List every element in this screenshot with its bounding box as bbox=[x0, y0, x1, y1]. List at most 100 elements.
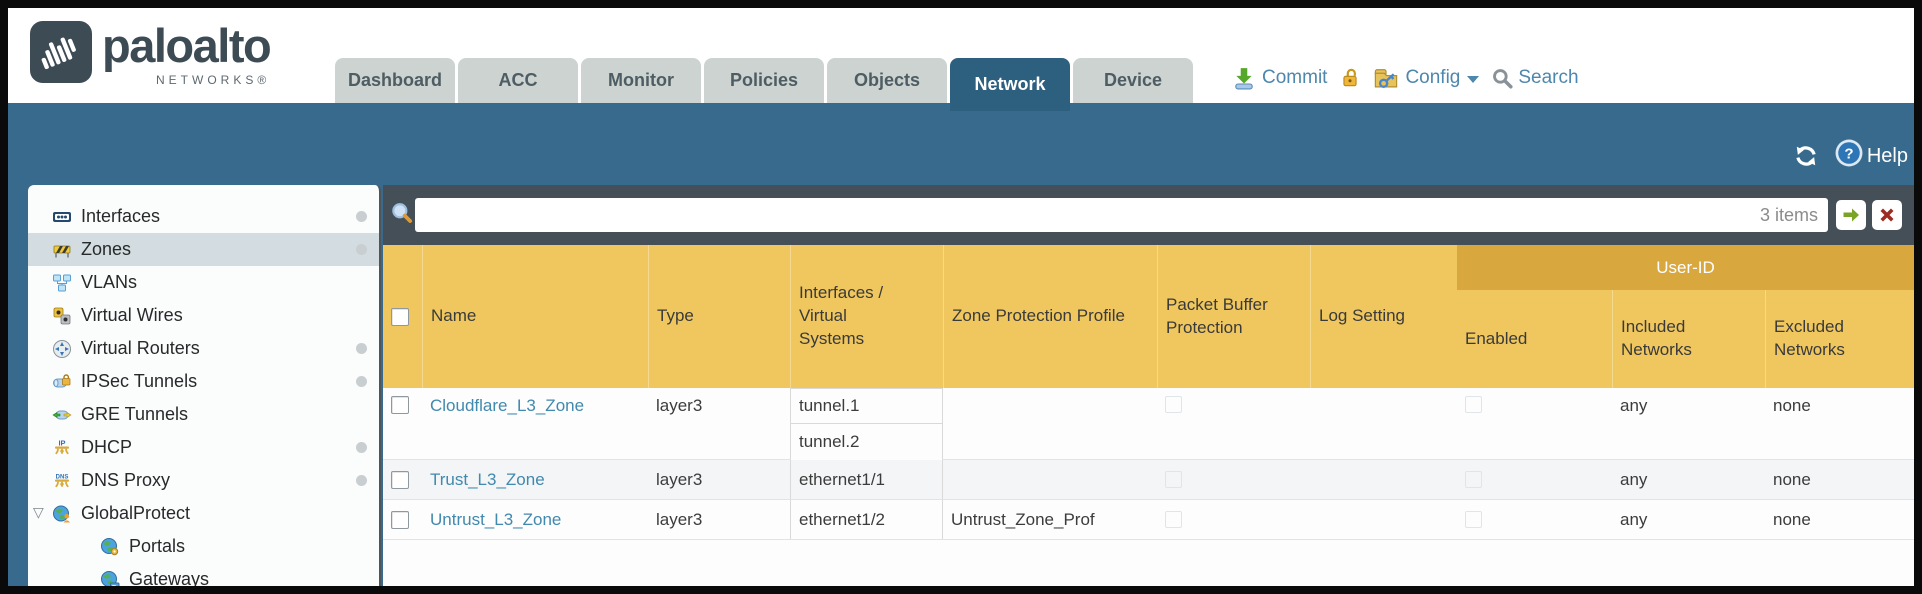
row-checkbox[interactable] bbox=[391, 470, 409, 489]
refresh-icon[interactable] bbox=[1793, 143, 1819, 169]
tab-monitor[interactable]: Monitor bbox=[581, 58, 701, 103]
zone-name-link[interactable]: Untrust_L3_Zone bbox=[430, 509, 562, 529]
commit-icon bbox=[1232, 66, 1256, 90]
user-id-enabled-checkbox[interactable] bbox=[1465, 511, 1482, 528]
caret-down-icon bbox=[1467, 76, 1480, 83]
cell-log-setting bbox=[1310, 500, 1457, 539]
status-dot bbox=[356, 376, 367, 387]
column-header-log-setting[interactable]: Log Setting bbox=[1310, 245, 1457, 388]
help-button[interactable]: ? Help bbox=[1835, 139, 1908, 173]
column-header-packet-buffer-protection[interactable]: Packet Buffer Protection bbox=[1157, 245, 1310, 388]
dhcp-icon: IP bbox=[52, 438, 72, 458]
sidebar-item-dhcp[interactable]: IP DHCP bbox=[28, 431, 379, 464]
search-button[interactable]: Search bbox=[1491, 67, 1579, 89]
status-dot bbox=[356, 244, 367, 255]
cell-log-setting bbox=[1310, 460, 1457, 499]
zones-icon bbox=[52, 240, 72, 260]
help-label: Help bbox=[1866, 144, 1908, 167]
gre-tunnels-icon bbox=[52, 405, 72, 425]
row-checkbox[interactable] bbox=[391, 396, 409, 414]
app-header: paloalto NETWORKS® Dashboard ACC Monitor… bbox=[8, 8, 1914, 111]
lock-icon[interactable] bbox=[1339, 67, 1361, 89]
row-checkbox[interactable] bbox=[391, 510, 409, 529]
magnifier-icon bbox=[389, 201, 415, 232]
cell-included-networks: any bbox=[1620, 509, 1648, 529]
status-dot bbox=[356, 442, 367, 453]
table-row-trust-l3-zone: Trust_L3_Zone layer3 ethernet1/1 any non… bbox=[383, 460, 1914, 500]
zone-name-link[interactable]: Trust_L3_Zone bbox=[430, 469, 545, 489]
zones-main-panel: 3 items Name Type Interfaces / Virtual S… bbox=[383, 185, 1914, 586]
cell-log-setting bbox=[1310, 388, 1457, 459]
cell-type: layer3 bbox=[656, 509, 703, 529]
sidebar-item-ipsec-tunnels[interactable]: IPSec Tunnels bbox=[28, 365, 379, 398]
dns-proxy-icon: DNS bbox=[52, 471, 72, 491]
cell-zone-protection-profile bbox=[943, 460, 1157, 499]
filter-field: 3 items bbox=[415, 198, 1828, 232]
svg-text:IP: IP bbox=[58, 438, 65, 447]
column-header-zone-protection-profile[interactable]: Zone Protection Profile bbox=[943, 245, 1157, 388]
search-icon bbox=[1491, 67, 1513, 89]
cell-zone-protection-profile: Untrust_Zone_Prof bbox=[951, 509, 1095, 529]
interface-entry: ethernet1/1 bbox=[799, 469, 886, 489]
tab-policies[interactable]: Policies bbox=[704, 58, 824, 103]
commit-button[interactable]: Commit bbox=[1232, 66, 1327, 90]
column-header-excluded-networks[interactable]: Excluded Networks bbox=[1765, 290, 1914, 388]
column-header-included-networks[interactable]: Included Networks bbox=[1612, 290, 1765, 388]
cell-included-networks: any bbox=[1620, 396, 1648, 415]
sidebar-item-globalprotect[interactable]: ▽ GlobalProtect bbox=[33, 503, 191, 523]
virtual-routers-icon bbox=[52, 339, 72, 359]
brand-name: paloalto bbox=[102, 19, 272, 72]
sidebar-item-gateways[interactable]: Gateways bbox=[28, 563, 379, 586]
config-menu-button[interactable]: Config bbox=[1373, 65, 1480, 91]
tab-network[interactable]: Network bbox=[950, 58, 1070, 111]
brand-subtitle: NETWORKS® bbox=[156, 73, 271, 87]
column-header-enabled[interactable]: Enabled bbox=[1465, 328, 1528, 348]
apply-filter-button[interactable] bbox=[1836, 200, 1866, 230]
zone-name-link[interactable]: Cloudflare_L3_Zone bbox=[430, 396, 585, 415]
sidebar-item-portals[interactable]: Portals bbox=[28, 530, 379, 563]
column-header-interfaces[interactable]: Interfaces / Virtual Systems bbox=[790, 245, 943, 388]
packet-buffer-protection-checkbox[interactable] bbox=[1165, 396, 1182, 413]
column-header-type[interactable]: Type bbox=[648, 245, 790, 388]
cell-interfaces: ethernet1/2 bbox=[790, 500, 943, 539]
items-count: 3 items bbox=[1759, 204, 1818, 225]
cell-excluded-networks: none bbox=[1773, 396, 1811, 415]
user-id-enabled-checkbox[interactable] bbox=[1465, 396, 1482, 413]
gateways-icon bbox=[100, 570, 120, 586]
sidebar-item-dns-proxy[interactable]: DNS DNS Proxy bbox=[28, 464, 379, 497]
sidebar-item-gre-tunnels[interactable]: GRE Tunnels bbox=[28, 398, 379, 431]
portals-icon bbox=[100, 537, 120, 557]
paloalto-logo-icon bbox=[30, 21, 92, 83]
expander-triangle-icon[interactable]: ▽ bbox=[33, 504, 44, 520]
user-id-group-header: User-ID bbox=[1457, 245, 1914, 290]
status-dot bbox=[356, 343, 367, 354]
tab-acc[interactable]: ACC bbox=[458, 58, 578, 103]
network-sidebar: Interfaces Zones VLANs Vir bbox=[28, 185, 381, 586]
column-header-name[interactable]: Name bbox=[422, 245, 648, 388]
packet-buffer-protection-checkbox[interactable] bbox=[1165, 471, 1182, 488]
config-icon bbox=[1373, 65, 1399, 91]
cell-interfaces: tunnel.1 tunnel.2 bbox=[790, 388, 943, 460]
tab-dashboard[interactable]: Dashboard bbox=[335, 58, 455, 103]
cell-type: layer3 bbox=[656, 396, 703, 415]
sidebar-item-interfaces[interactable]: Interfaces bbox=[28, 200, 379, 233]
clear-filter-button[interactable] bbox=[1872, 200, 1902, 230]
sidebar-item-vlans[interactable]: VLANs bbox=[28, 266, 379, 299]
svg-text:?: ? bbox=[1844, 145, 1853, 162]
sidebar-item-virtual-routers[interactable]: Virtual Routers bbox=[28, 332, 379, 365]
sidebar-item-zones[interactable]: Zones bbox=[28, 233, 379, 266]
sidebar-item-virtual-wires[interactable]: Virtual Wires bbox=[28, 299, 379, 332]
virtual-wires-icon bbox=[52, 306, 72, 326]
user-id-enabled-checkbox[interactable] bbox=[1465, 471, 1482, 488]
cell-included-networks: any bbox=[1620, 469, 1648, 489]
paloalto-logo: paloalto NETWORKS® bbox=[30, 19, 272, 87]
zones-table-header: Name Type Interfaces / Virtual Systems Z… bbox=[383, 245, 1914, 388]
table-row-untrust-l3-zone: Untrust_L3_Zone layer3 ethernet1/2 Untru… bbox=[383, 500, 1914, 540]
filter-input[interactable] bbox=[415, 198, 1760, 232]
tab-objects[interactable]: Objects bbox=[827, 58, 947, 103]
packet-buffer-protection-checkbox[interactable] bbox=[1165, 511, 1182, 528]
cell-interfaces: ethernet1/1 bbox=[790, 460, 943, 499]
select-all-checkbox[interactable] bbox=[391, 307, 409, 326]
tab-device[interactable]: Device bbox=[1073, 58, 1193, 103]
